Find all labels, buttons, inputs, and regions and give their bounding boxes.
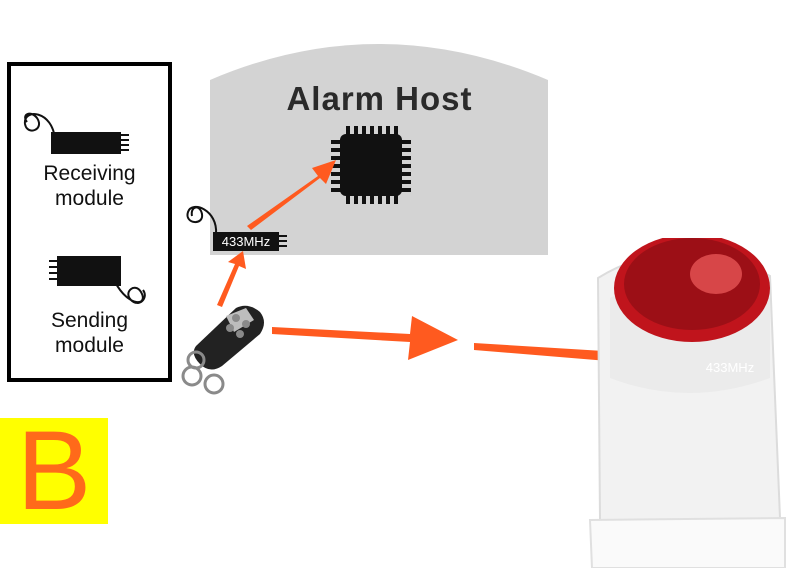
badge-b: B bbox=[0, 418, 108, 524]
siren-frequency-label: 433MHz bbox=[690, 360, 770, 375]
siren-icon bbox=[580, 238, 790, 568]
remote-keyfob-icon bbox=[176, 302, 272, 398]
badge-letter: B bbox=[0, 412, 108, 530]
